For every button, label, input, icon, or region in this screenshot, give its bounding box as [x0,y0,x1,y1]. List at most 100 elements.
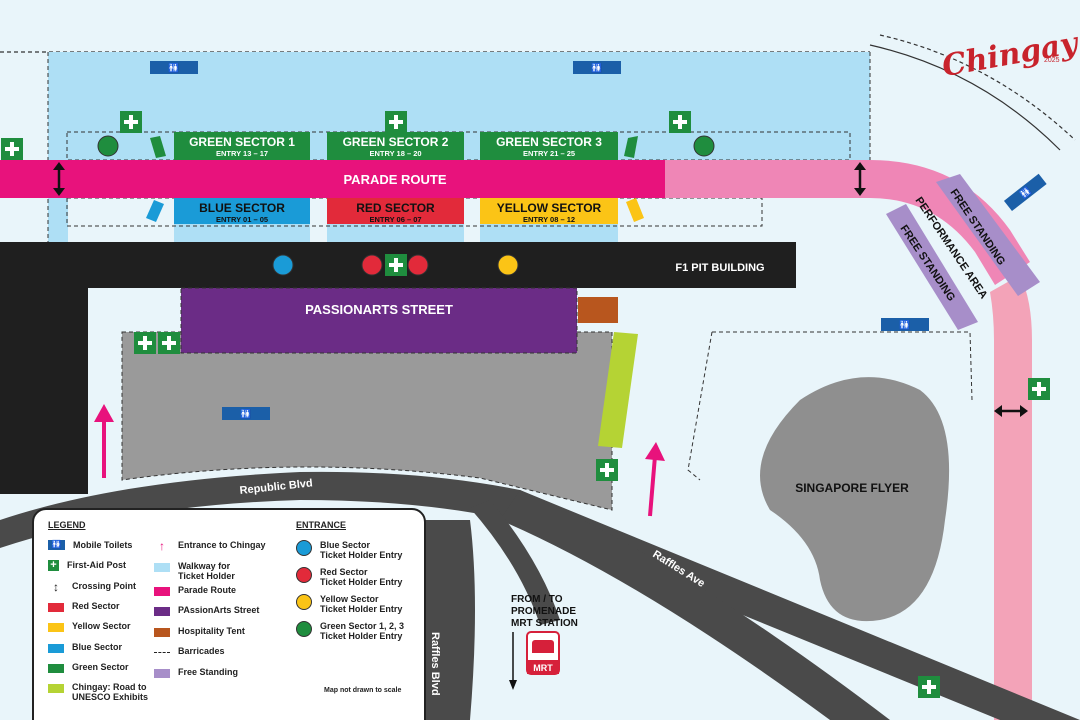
free-standing-area [936,174,1040,296]
sector-entry: ENTRY 01 – 05 [216,215,268,224]
first-aid-icon [1028,378,1050,400]
boundary-line [879,34,1076,141]
toilet-icon: 🚻 [881,318,929,331]
entrance-dot-icon [296,594,312,610]
crossing-point-icon [994,405,1028,417]
entrance-title: ENTRANCE [296,520,347,530]
first-aid-icons [1,111,1050,698]
green-entry-dot [693,135,715,157]
passionarts-street [180,287,578,354]
svg-text:🚻: 🚻 [168,62,179,74]
legend-label: Red Sector [72,600,120,611]
road-raffles-blvd [420,520,475,720]
mrt-icon: MRT [526,631,560,675]
yellow-entry-marker [626,198,644,222]
f1-pit-building-wing [0,288,88,494]
crossing-point-icon: ↕ [53,579,59,594]
legend-label: Blue Sector [72,641,123,652]
legend-panel: LEGEND ENTRANCE 🚻Mobile Toilets+First-Ai… [32,508,426,720]
first-aid-icon [669,111,691,133]
mrt-line2: PROMENADE [511,606,576,617]
hospitality-tent [578,297,618,323]
boundary-line [869,44,1061,151]
road-raffles-ave [500,490,890,720]
singapore-flyer [760,377,950,622]
first-aid-icon [134,332,156,354]
legend-item: PAssionArts Street [154,605,259,616]
legend-item: Parade Route [154,585,236,596]
legend-item: Free Standing [154,667,238,678]
entrance-arrow-icon: ↑ [159,539,165,553]
entrance-dot-icon [296,621,312,637]
legend-title: LEGEND [48,520,86,530]
road-connector [470,500,560,625]
sector-block [327,132,464,160]
blue-ticket-entry [272,254,294,276]
barricade-line [66,197,763,227]
sector-name: GREEN SECTOR 1 [189,135,295,149]
legend-swatch [48,663,64,673]
legend-label: Yellow Sector Ticket Holder Entry [320,594,403,614]
staging-area [121,331,613,511]
entrance-arrows [94,404,665,517]
unesco-exhibits [598,332,638,448]
sector-block [327,198,464,224]
first-aid-icon [385,111,407,133]
mrt-label: MRT [533,663,553,673]
sector-entry: ENTRY 13 – 17 [216,149,268,158]
logo-year: 2025 [1044,57,1060,64]
toilet-icon: 🚻 [150,61,198,74]
legend-swatch [48,602,64,612]
parade-route-south [990,275,1032,720]
legend-item: Hospitality Tent [154,626,245,637]
red-ticket-entry [361,254,383,276]
svg-text:🚻: 🚻 [240,408,251,420]
legend-item: Barricades [154,646,225,656]
parade-route [0,160,665,198]
sector-block [174,198,310,224]
legend-label: Crossing Point [72,580,137,591]
legend-swatch [154,668,170,678]
toilet-icon: 🚻 [1003,173,1047,212]
toilet-icons: 🚻 🚻 🚻 🚻 🚻 [150,61,1047,420]
crossing-points [53,162,1028,417]
logo-text: Chingay [939,25,1080,84]
first-aid-icon [120,111,142,133]
legend-label: Red Sector Ticket Holder Entry [320,567,403,587]
legend-item: Red Sector [48,601,120,612]
legend-label: Green Sector 1, 2, 3 Ticket Holder Entry [320,621,405,641]
yellow-ticket-entry [497,254,519,276]
sector-name: GREEN SECTOR 3 [496,135,602,149]
legend-swatch [48,623,64,633]
legend-label: Entrance to Chingay [178,540,266,550]
entrance-dot-icon [296,567,312,583]
sector-name: RED SECTOR [356,201,435,215]
legend-item: 🚻Mobile Toilets [48,540,132,550]
sector-name: GREEN SECTOR 2 [343,135,449,149]
barricade-line [687,331,973,481]
crossing-point-icon [53,162,65,196]
first-aid-icon [918,676,940,698]
f1-pit-label: F1 PIT BUILDING [675,262,764,274]
sector-entry: ENTRY 18 – 20 [369,149,421,158]
legend-label: Mobile Toilets [73,540,133,550]
raffles-blvd-label: Raffles Blvd [429,632,441,696]
barricade-icon [154,652,170,653]
legend-item: ↕ Crossing Point [48,579,137,594]
legend-label: Yellow Sector [72,621,131,632]
red-ticket-entry [407,254,429,276]
walkway-area [480,224,618,242]
legend-item: Yellow Sector [48,621,131,633]
entrance-dot-icon [296,540,312,556]
legend-item: ↑ Entrance to Chingay [154,539,266,553]
green-entry-marker [624,136,638,158]
legend-label: Blue Sector Ticket Holder Entry [320,540,403,560]
legend-swatch [48,684,64,694]
scale-note: Map not drawn to scale [324,687,402,694]
legend-label: PAssionArts Street [178,605,260,615]
green-entry-dot [97,135,119,157]
parade-route-label: PARADE ROUTE [343,172,446,187]
svg-text:🚻: 🚻 [591,62,602,74]
legend-item: Yellow Sector Ticket Holder Entry [296,594,402,614]
